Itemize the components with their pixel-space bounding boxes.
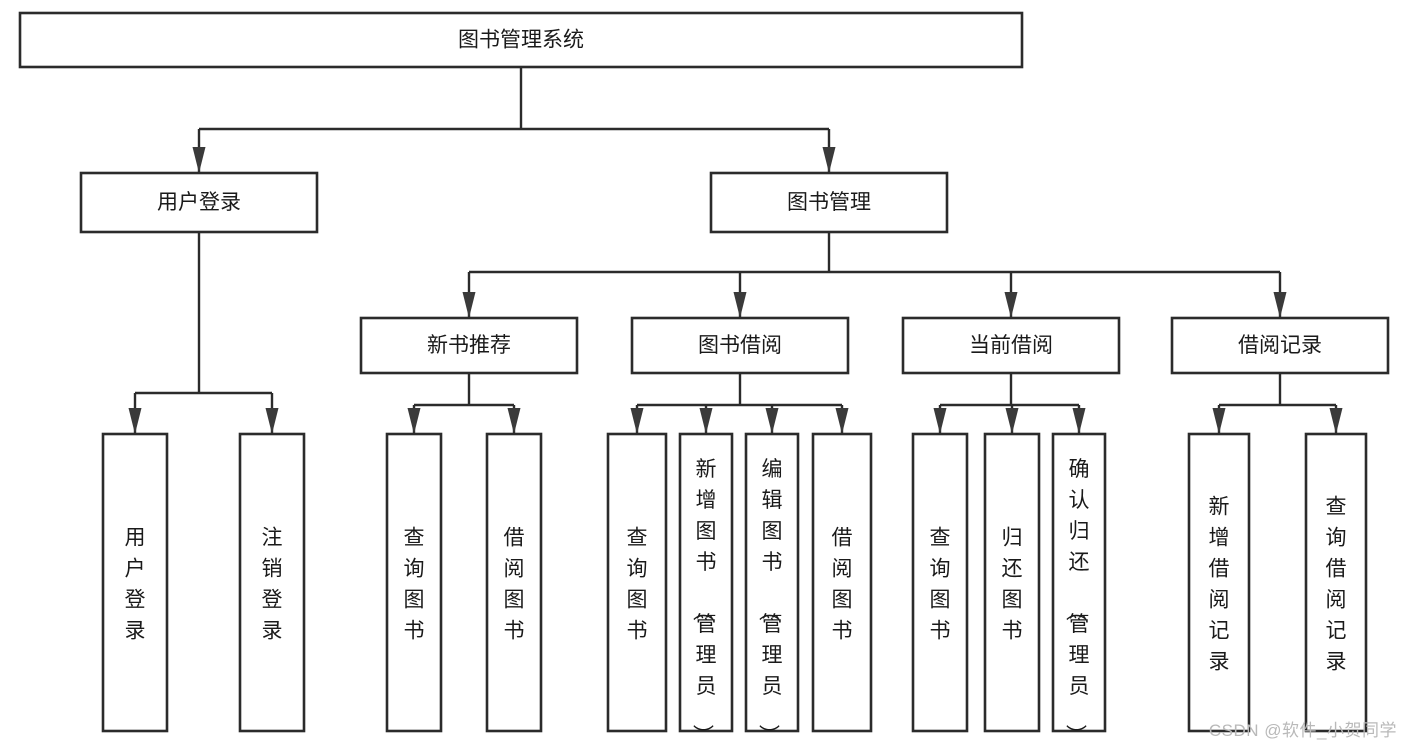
node-box: [983, 432, 1041, 733]
node-leaf-查询图书-2[interactable]: 查询图书: [385, 432, 443, 733]
node-leaf-用户登录-0[interactable]: 用户登录: [101, 432, 169, 733]
node-box: [101, 432, 169, 733]
arrowhead-图书借阅-编辑图书管理员-2: [765, 408, 779, 434]
node-box: [1187, 432, 1251, 733]
arrowhead-借阅记录-查询借阅记录-1: [1329, 408, 1343, 434]
node-l3-图书借阅-1[interactable]: 图书借阅: [630, 316, 850, 375]
node-box: [359, 316, 579, 375]
node-label: 编辑图书（管理员）: [757, 458, 783, 745]
arrowhead-图书借阅-借阅图书-3: [835, 408, 849, 434]
node-label: 新书推荐: [427, 334, 511, 357]
node-leaf-归还图书-9[interactable]: 归还图书: [983, 432, 1041, 733]
node-leaf-编辑图书管理员-6[interactable]: 编辑图书（管理员）: [744, 432, 800, 745]
node-label: 新增图书（管理员）: [691, 458, 717, 745]
node-l3-当前借阅-2[interactable]: 当前借阅: [901, 316, 1121, 375]
node-leaf-借阅图书-3[interactable]: 借阅图书: [485, 432, 543, 733]
node-l3-新书推荐-0[interactable]: 新书推荐: [359, 316, 579, 375]
node-label: 查询图书: [627, 527, 648, 643]
arrowhead-用户登录-注销登录-1: [265, 408, 279, 434]
node-label: 借阅图书: [832, 527, 853, 643]
node-box: [811, 432, 873, 733]
node-label: 借阅记录: [1238, 334, 1322, 357]
node-box: [485, 432, 543, 733]
node-box: [744, 432, 800, 733]
node-box: [18, 11, 1024, 69]
node-label: 用户登录: [125, 527, 146, 643]
node-label: 查询图书: [404, 527, 425, 643]
node-root-图书管理系统-0[interactable]: 图书管理系统: [18, 11, 1024, 69]
node-label: 图书管理系统: [458, 29, 584, 52]
node-box: [1170, 316, 1390, 375]
node-leaf-查询图书-8[interactable]: 查询图书: [911, 432, 969, 733]
node-box: [678, 432, 734, 733]
node-l2-图书管理-1[interactable]: 图书管理: [709, 171, 949, 234]
node-l2-用户登录-0[interactable]: 用户登录: [79, 171, 319, 234]
node-box: [1304, 432, 1368, 733]
arrowhead-图书管理-新书推荐-0: [462, 292, 476, 318]
node-label: 借阅图书: [504, 527, 525, 643]
node-box: [385, 432, 443, 733]
node-box: [901, 316, 1121, 375]
node-box: [238, 432, 306, 733]
node-l3-借阅记录-3[interactable]: 借阅记录: [1170, 316, 1390, 375]
node-box: [630, 316, 850, 375]
diagram-nodes: 图书管理系统用户登录图书管理新书推荐图书借阅当前借阅借阅记录用户登录注销登录查询…: [18, 11, 1390, 745]
connector-edges: [128, 67, 1343, 434]
node-label: 用户登录: [157, 191, 241, 214]
arrowhead-图书管理系统-图书管理-1: [822, 147, 836, 173]
node-label: 图书借阅: [698, 334, 782, 357]
node-leaf-确认归还管理员-10[interactable]: 确认归还（管理员）: [1051, 432, 1107, 745]
node-box: [709, 171, 949, 234]
arrowhead-新书推荐-借阅图书-1: [507, 408, 521, 434]
arrowhead-图书管理-借阅记录-3: [1273, 292, 1287, 318]
node-label: 确认归还（管理员）: [1064, 458, 1090, 745]
node-label: 查询借阅记录: [1326, 496, 1347, 674]
node-leaf-查询借阅记录-12[interactable]: 查询借阅记录: [1304, 432, 1368, 733]
node-box: [79, 171, 319, 234]
arrowhead-图书管理系统-用户登录-0: [192, 147, 206, 173]
node-label: 当前借阅: [969, 334, 1053, 357]
arrowhead-图书管理-图书借阅-1: [733, 292, 747, 318]
node-label: 图书管理: [787, 191, 871, 214]
node-box: [911, 432, 969, 733]
node-label: 查询图书: [930, 527, 951, 643]
node-label: 归还图书: [1002, 527, 1023, 643]
node-leaf-新增借阅记录-11[interactable]: 新增借阅记录: [1187, 432, 1251, 733]
arrowhead-新书推荐-查询图书-0: [407, 408, 421, 434]
watermark-text: CSDN @软件_小贺同学: [1208, 721, 1397, 740]
node-box: [606, 432, 668, 733]
arrowhead-借阅记录-新增借阅记录-0: [1212, 408, 1226, 434]
arrowhead-当前借阅-归还图书-1: [1005, 408, 1019, 434]
arrowhead-图书管理-当前借阅-2: [1004, 292, 1018, 318]
arrowhead-用户登录-用户登录-0: [128, 408, 142, 434]
node-box: [1051, 432, 1107, 733]
arrowhead-当前借阅-查询图书-0: [933, 408, 947, 434]
node-leaf-查询图书-4[interactable]: 查询图书: [606, 432, 668, 733]
node-leaf-注销登录-1[interactable]: 注销登录: [238, 432, 306, 733]
node-label: 新增借阅记录: [1209, 496, 1230, 674]
node-leaf-借阅图书-7[interactable]: 借阅图书: [811, 432, 873, 733]
node-label: 注销登录: [262, 527, 283, 643]
arrowhead-当前借阅-确认归还管理员-2: [1072, 408, 1086, 434]
arrowhead-图书借阅-查询图书-0: [630, 408, 644, 434]
node-leaf-新增图书管理员-5[interactable]: 新增图书（管理员）: [678, 432, 734, 745]
arrowhead-图书借阅-新增图书管理员-1: [699, 408, 713, 434]
